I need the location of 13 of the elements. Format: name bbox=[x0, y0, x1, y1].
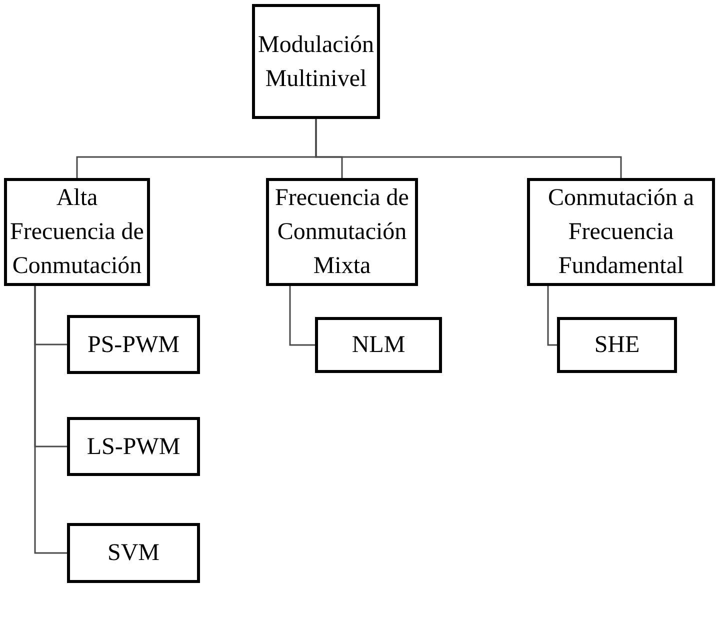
connector-line bbox=[289, 286, 315, 346]
category-box: PS-PWM bbox=[67, 315, 200, 374]
connector-line bbox=[315, 119, 622, 178]
category-box: Alta Frecuencia de Conmutación bbox=[4, 178, 150, 286]
category-box: Conmutación a Frecuencia Fundamental bbox=[527, 178, 715, 286]
category-box: SHE bbox=[557, 317, 677, 373]
category-box: LS-PWM bbox=[67, 417, 200, 476]
category-box: NLM bbox=[315, 317, 442, 373]
category-box: Modulación Multinivel bbox=[252, 4, 380, 119]
category-box: SVM bbox=[67, 523, 200, 583]
category-box: Frecuencia de Conmutación Mixta bbox=[266, 178, 418, 286]
connector-line bbox=[34, 286, 67, 554]
connector-line bbox=[547, 286, 557, 346]
